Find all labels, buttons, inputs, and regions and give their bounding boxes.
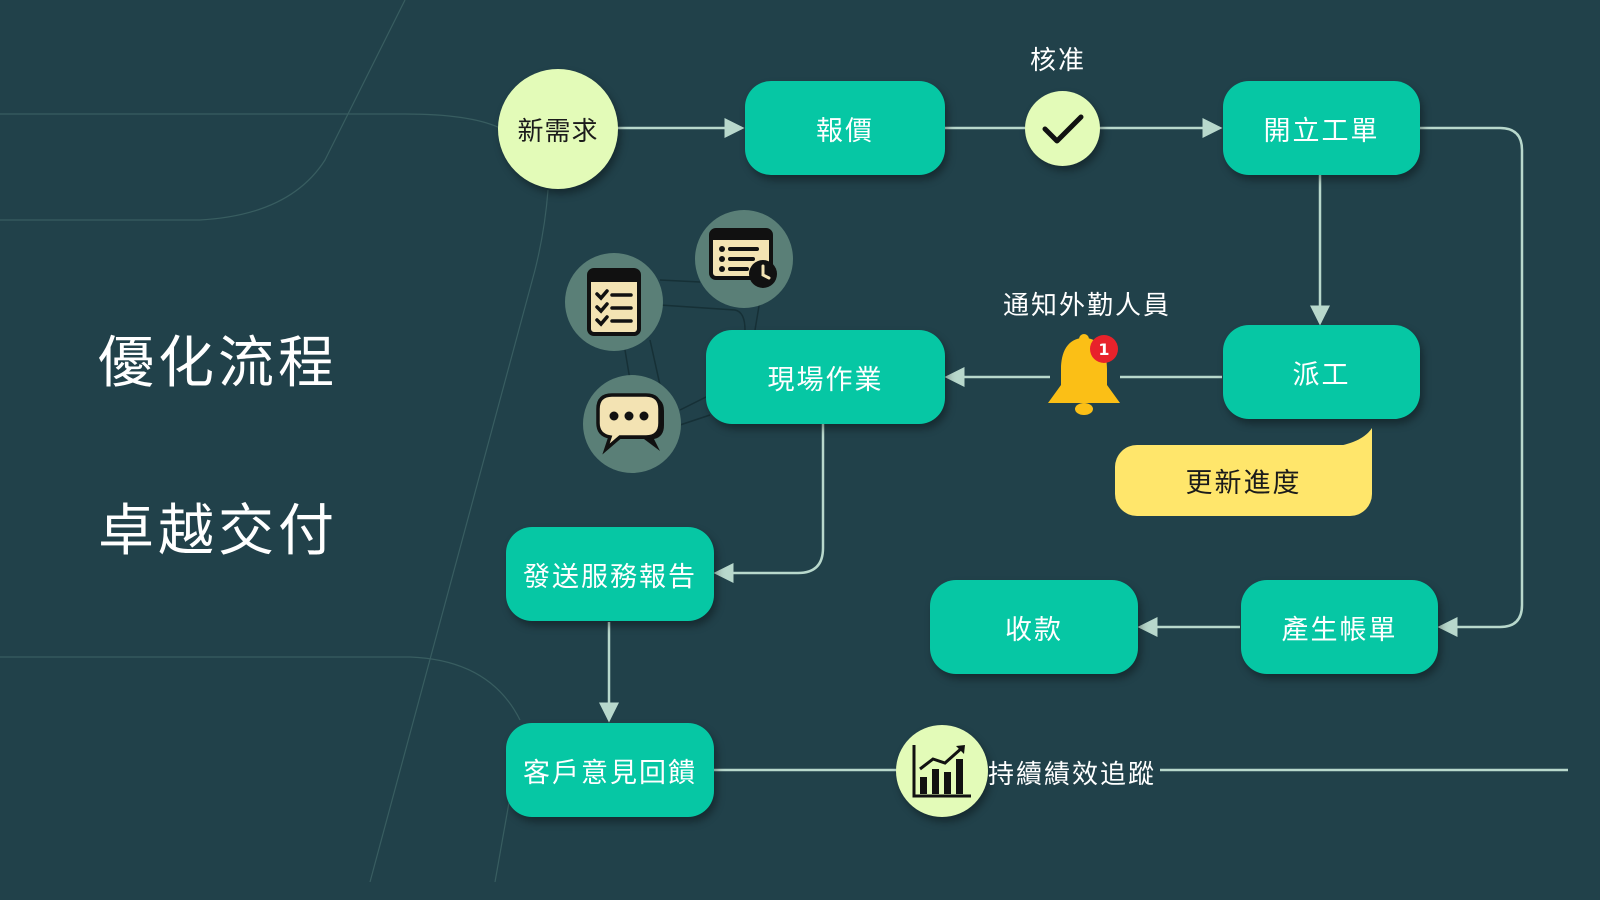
slide-title-optimize: 優化流程: [98, 331, 338, 396]
label-tracking: 持續績效追蹤: [988, 760, 1157, 790]
node-payment[interactable]: 收款: [930, 580, 1138, 674]
node-billing[interactable]: 產生帳單: [1241, 580, 1438, 674]
node-work-order-label: 開立工單: [1263, 115, 1380, 147]
chat-bubble-icon: [596, 393, 664, 455]
checklist-bubble: [565, 253, 663, 351]
node-quote-label: 報價: [816, 115, 874, 147]
checkmark-icon: [1042, 114, 1083, 143]
label-approve: 核准: [1030, 46, 1087, 76]
node-billing-label: 產生帳單: [1281, 614, 1398, 646]
node-quote[interactable]: 報價: [745, 81, 945, 175]
notification-badge: 1: [1090, 335, 1118, 363]
node-payment-label: 收款: [1005, 614, 1063, 646]
label-notify: 通知外勤人員: [1003, 291, 1172, 321]
schedule-list-icon: [709, 228, 777, 288]
node-work-order[interactable]: 開立工單: [1223, 81, 1420, 175]
node-service-report[interactable]: 發送服務報告: [506, 527, 714, 621]
callout-label: 更新進度: [1185, 468, 1302, 499]
node-service-report-label: 發送服務報告: [523, 561, 697, 593]
growth-chart-icon: [912, 745, 971, 798]
callout-update-progress: 更新進度: [1115, 445, 1372, 516]
approve-checkpoint: [1025, 91, 1100, 166]
connectors-layer: [0, 0, 1568, 882]
slide-title-delivery: 卓越交付: [98, 499, 338, 564]
tracking-circle: [896, 725, 988, 817]
start-node[interactable]: 新需求: [498, 69, 618, 189]
start-node-label: 新需求: [517, 116, 599, 147]
checklist-icon: [587, 268, 641, 336]
node-feedback-label: 客戶意見回饋: [523, 757, 697, 789]
node-onsite[interactable]: 現場作業: [706, 330, 945, 424]
schedule-bubble: [695, 210, 793, 308]
node-dispatch-label: 派工: [1292, 359, 1351, 391]
notification-bell[interactable]: 1: [1045, 333, 1125, 418]
node-feedback[interactable]: 客戶意見回饋: [506, 723, 714, 817]
node-dispatch[interactable]: 派工: [1223, 325, 1420, 419]
callout-tail: [1320, 428, 1372, 448]
node-onsite-label: 現場作業: [767, 364, 884, 396]
chat-bubble: [583, 375, 681, 473]
